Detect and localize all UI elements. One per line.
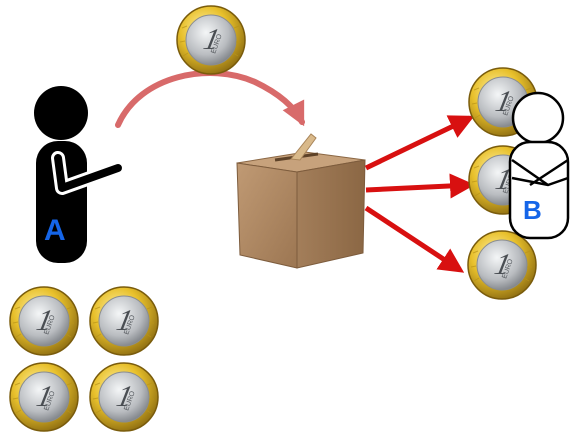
transfer-curve-arrow	[118, 73, 302, 125]
arrow-to-coin-top	[366, 118, 470, 168]
coin-icon-transfer	[177, 6, 245, 74]
coin-icon-stack-4	[90, 363, 158, 431]
coin-icon-received-3	[468, 231, 536, 299]
distribution-arrows	[366, 118, 470, 270]
arrow-to-coin-bottom	[366, 208, 460, 270]
coin-icon-stack-2	[90, 287, 158, 355]
arrow-to-coin-middle	[366, 185, 470, 190]
coin-icon-stack-3	[10, 363, 78, 431]
person-a-label: A	[44, 216, 66, 246]
person-b-label: B	[523, 197, 542, 223]
coin-icon-stack-1	[10, 287, 78, 355]
ballot-box-icon	[237, 134, 365, 268]
